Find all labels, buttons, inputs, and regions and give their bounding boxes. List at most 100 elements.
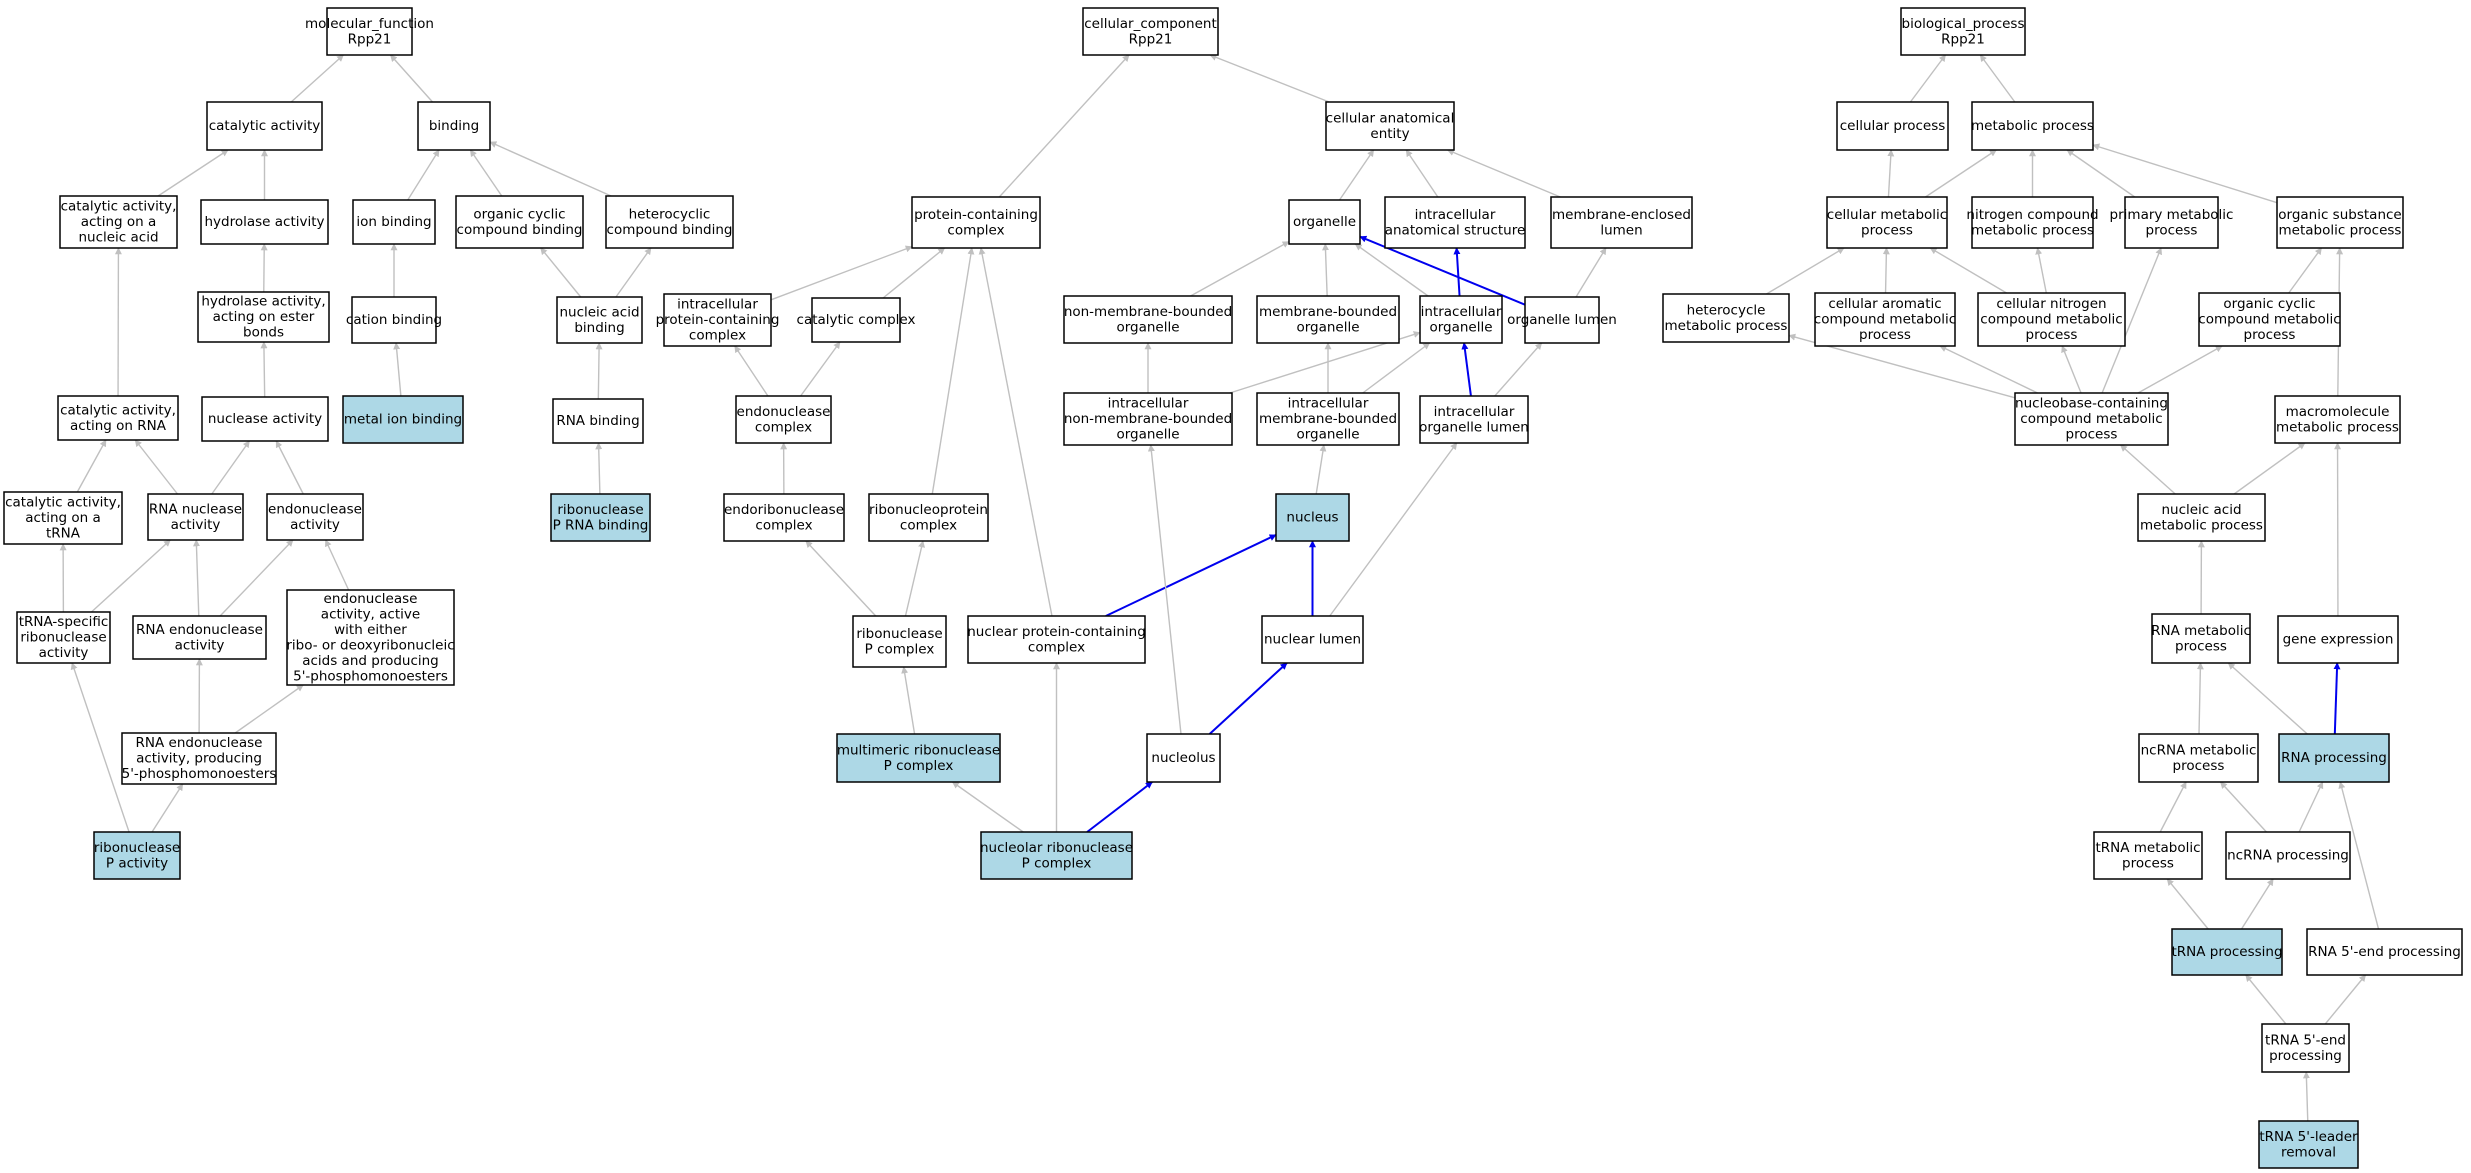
edge-rnpact-to-rnaendo5 [151,783,184,833]
term-node-gexp[interactable]: gene expression [2277,615,2399,664]
term-node-rnab[interactable]: RNA binding [552,398,644,444]
edge-nbcmp-to-cncmp [2061,345,2082,394]
term-node-ncrnaproc[interactable]: ncRNA processing [2225,831,2351,880]
term-label: endoribonuclease [724,502,844,518]
term-node-rna5[interactable]: RNA 5'-end processing [2306,928,2463,976]
term-label: compound binding [457,222,583,238]
term-node-bind[interactable]: binding [417,101,491,151]
term-label: gene expression [2283,632,2394,648]
term-node-hyd[interactable]: hydrolase activity [200,199,329,245]
term-label: endonuclease [324,591,418,607]
edge-nbcmp-to-occmp [2137,345,2223,394]
term-label: ncRNA processing [2227,848,2349,864]
term-box [1256,295,1400,344]
term-label: nucleolus [1151,750,1215,766]
term-node-mp[interactable]: metabolic process [1971,101,2094,151]
term-node-trnaproc[interactable]: tRNA processing [2171,928,2283,976]
term-box [121,732,277,785]
term-node-nucleus[interactable]: nucleus [1275,493,1350,542]
term-box [1384,196,1526,249]
term-label: hydrolase activity [204,214,324,230]
term-node-nuc[interactable]: nuclease activity [201,396,329,442]
term-box [552,398,644,444]
term-node-cp[interactable]: cellular process [1836,101,1949,151]
term-node-metal[interactable]: metal ion binding [342,395,464,444]
term-node-catb[interactable]: cation binding [346,296,442,344]
term-node-organelle[interactable]: organelle [1288,199,1361,245]
edge-mp-to-bp [1979,54,2016,103]
term-node-catrna[interactable]: catalytic activity,acting on RNA [57,395,179,441]
term-label: nucleic acid [78,230,158,246]
term-box [2277,615,2399,664]
term-node-catc[interactable]: catalytic complex [797,297,916,343]
term-node-inmbo[interactable]: intracellularnon-membrane-boundedorganel… [1063,392,1233,446]
term-box [980,831,1133,880]
edge-trnaproc-to-ncrnaproc [2240,878,2274,930]
edge-nab-to-orgcyc [540,247,582,298]
term-box [811,297,901,343]
term-label: protein-containing [656,312,780,328]
term-box [1836,101,1949,151]
term-box [1419,295,1503,344]
term-node-ol[interactable]: organelle lumen [1507,296,1617,344]
term-node-nucleolus[interactable]: nucleolus [1146,733,1221,783]
term-label: tRNA 5'-end [2265,1032,2346,1048]
term-node-nlumen[interactable]: nuclear lumen [1261,615,1364,664]
term-node-rnaproc[interactable]: RNA processing [2278,733,2390,783]
edge-nucleolus-to-nlumen [1208,662,1288,735]
edge-cp-to-bp [1909,54,1947,103]
term-node-cat[interactable]: catalytic activity [206,101,323,151]
term-node-ionb[interactable]: ion binding [352,199,436,245]
